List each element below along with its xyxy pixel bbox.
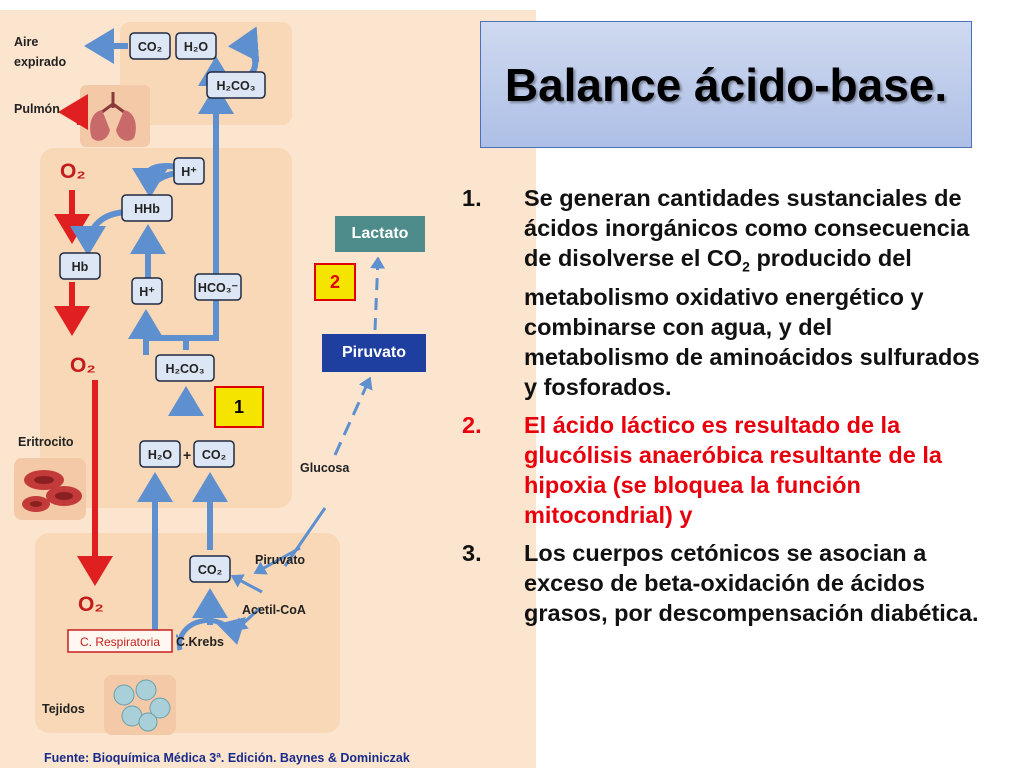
point-3-text: Los cuerpos cetónicos se asocian a exces… — [524, 539, 979, 626]
lactato-box: Lactato — [335, 216, 425, 252]
title-box: Balance ácido-base. — [480, 21, 972, 148]
point-1-subscript: 2 — [742, 258, 750, 275]
tejidos-label: Tejidos — [42, 702, 85, 716]
co2-box-lung: CO₂ — [129, 32, 171, 60]
h2co3-box-lung: H₂CO₃ — [206, 71, 266, 99]
lactato-label: Lactato — [351, 225, 409, 242]
pulmon-label: Pulmón — [14, 102, 60, 116]
points-list: 1. Se generan cantidades sustanciales de… — [462, 183, 982, 636]
point-1-text-cont: producido del metabolismo oxidativo ener… — [524, 245, 980, 400]
acetil-coa-label: Acetil-CoA — [242, 603, 306, 617]
point-2: 2. El ácido láctico es resultado de la g… — [462, 410, 982, 530]
glucose-to-piruvato-arrow — [253, 546, 301, 575]
co2-box-erythrocyte: CO₂ — [193, 440, 235, 468]
marker-2: 2 — [314, 263, 356, 301]
svg-text:Hb: Hb — [72, 260, 89, 274]
svg-text:H₂O: H₂O — [148, 448, 173, 462]
point-3-number: 3. — [462, 539, 482, 566]
krebs-cycle-arrow — [176, 617, 246, 651]
tissue-cells-icon — [104, 675, 176, 735]
hco3-box: HCO₃⁻ — [194, 273, 242, 301]
acetilcoa-to-krebs-arrow — [234, 606, 262, 632]
svg-text:H₂O: H₂O — [184, 40, 209, 54]
svg-text:HHb: HHb — [134, 202, 160, 216]
co2-box-tissue: CO₂ — [189, 555, 231, 583]
point-2-number: 2. — [462, 411, 482, 438]
piruvato-to-acetilcoa-arrow — [230, 574, 263, 594]
svg-text:H⁺: H⁺ — [181, 165, 197, 179]
h2o-box-lung: H₂O — [175, 32, 217, 60]
o2-label-bottom: O₂ — [78, 593, 104, 616]
acid-base-diagram: Aire expirado Pulmón Eritrocito Tejidos … — [0, 10, 536, 768]
source-citation: Fuente: Bioquímica Médica 3ª. Edición. B… — [44, 751, 410, 765]
hb-box: Hb — [59, 252, 101, 280]
h2o-box-erythrocyte: H₂O — [139, 440, 181, 468]
h-plus-box-top: H⁺ — [173, 157, 205, 185]
aire-label: Aire — [14, 35, 38, 49]
piruvato-box: Piruvato — [322, 334, 426, 372]
svg-text:CO₂: CO₂ — [198, 563, 222, 577]
svg-text:C. Respiratoria: C. Respiratoria — [80, 635, 160, 649]
svg-text:H⁺: H⁺ — [139, 285, 155, 299]
piruvato-box-label: Piruvato — [341, 344, 406, 361]
svg-text:CO₂: CO₂ — [202, 448, 226, 462]
svg-text:HCO₃⁻: HCO₃⁻ — [198, 281, 239, 295]
marker-1: 1 — [214, 386, 264, 428]
point-1-text: Se generan cantidades sustanciales de ác… — [524, 185, 970, 271]
marker-2-label: 2 — [329, 271, 340, 292]
svg-text:H₂CO₃: H₂CO₃ — [216, 79, 255, 93]
point-3: 3. Los cuerpos cetónicos se asocian a ex… — [462, 538, 982, 628]
hhb-box: HHb — [121, 194, 173, 222]
glucose-to-pyruvate-dashed-arrow — [333, 376, 373, 456]
glucosa-label: Glucosa — [300, 461, 350, 475]
point-1-number: 1. — [462, 185, 482, 211]
marker-1-label: 1 — [233, 396, 244, 417]
svg-text:H₂CO₃: H₂CO₃ — [165, 362, 204, 376]
pyruvate-to-lactate-dashed-arrow — [370, 256, 386, 331]
piruvato-label: Piruvato — [255, 553, 305, 567]
lung-icon — [80, 85, 150, 147]
erythrocyte-icon — [14, 458, 86, 520]
h-plus-box-mid: H⁺ — [131, 277, 163, 305]
plus-sign: + — [183, 447, 191, 463]
h2co3-box-erythrocyte: H₂CO₃ — [155, 354, 215, 382]
svg-text:CO₂: CO₂ — [138, 40, 162, 54]
o2-label-top: O₂ — [60, 160, 86, 183]
expirado-label: expirado — [14, 55, 66, 69]
point-2-text: El ácido láctico es resultado de la gluc… — [524, 411, 942, 528]
slide-title: Balance ácido-base. — [504, 58, 948, 111]
point-1: 1. Se generan cantidades sustanciales de… — [462, 183, 982, 402]
ckrebs-label: C.Krebs — [176, 635, 224, 649]
eritrocito-label: Eritrocito — [18, 435, 74, 449]
c-respiratoria-box: C. Respiratoria — [67, 629, 173, 653]
glucose-arrow — [283, 507, 327, 567]
o2-label-mid: O₂ — [70, 354, 96, 377]
